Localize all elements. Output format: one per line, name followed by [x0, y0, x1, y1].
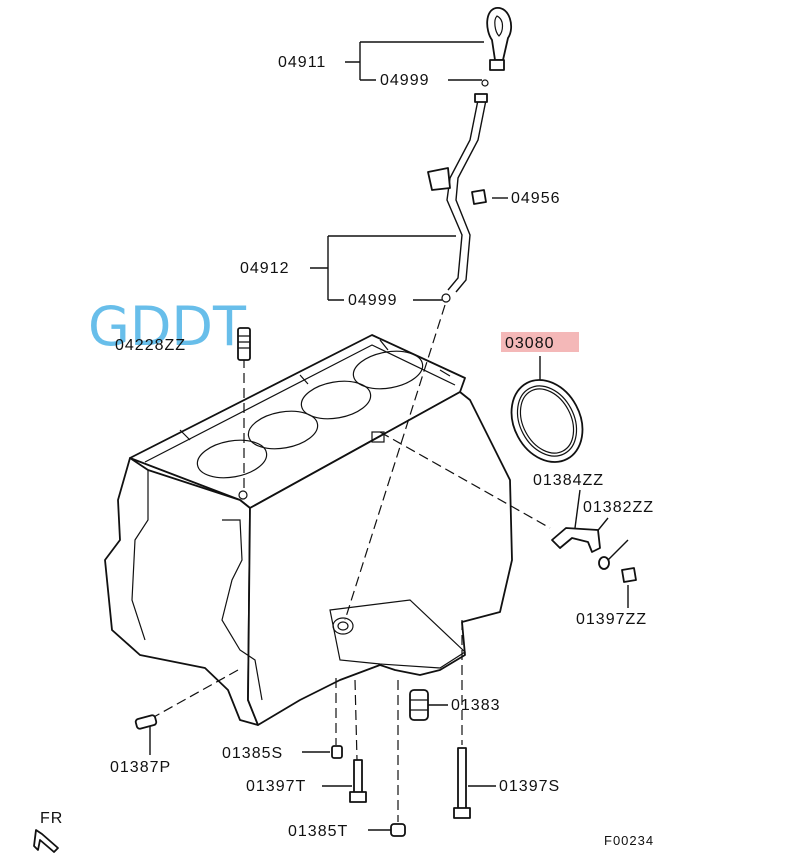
alignment-lines — [151, 304, 551, 822]
label-04228ZZ: 04228ZZ — [115, 337, 186, 354]
label-04999-upper: 04999 — [380, 72, 430, 89]
label-01382ZZ: 01382ZZ — [583, 499, 654, 516]
label-01397ZZ: 01397ZZ — [576, 611, 647, 628]
label-01387P: 01387P — [110, 759, 171, 776]
leader-lines — [149, 41, 629, 831]
label-04999-lower: 04999 — [348, 292, 398, 309]
part-labels: 04911 04999 04956 04912 04999 04228ZZ 03… — [40, 54, 654, 848]
front-direction-arrow — [33, 829, 59, 853]
label-04956: 04956 — [511, 190, 561, 207]
engine-block — [104, 334, 513, 726]
figure-reference: F00234 — [604, 833, 654, 848]
highlight-box-03080 — [501, 332, 579, 352]
label-01385S: 01385S — [222, 745, 283, 762]
label-01384ZZ: 01384ZZ — [533, 472, 604, 489]
label-01383: 01383 — [451, 697, 501, 714]
watermark: GDDT — [88, 295, 247, 358]
label-04911: 04911 — [278, 54, 326, 71]
label-01397S: 01397S — [499, 778, 560, 795]
small-parts — [33, 327, 637, 853]
label-01397T: 01397T — [246, 778, 306, 795]
label-03080: 03080 — [505, 335, 555, 352]
label-01385T: 01385T — [288, 823, 348, 840]
direction-label: FR — [40, 810, 63, 827]
label-04912: 04912 — [240, 260, 290, 277]
dipstick-assembly — [427, 7, 512, 303]
